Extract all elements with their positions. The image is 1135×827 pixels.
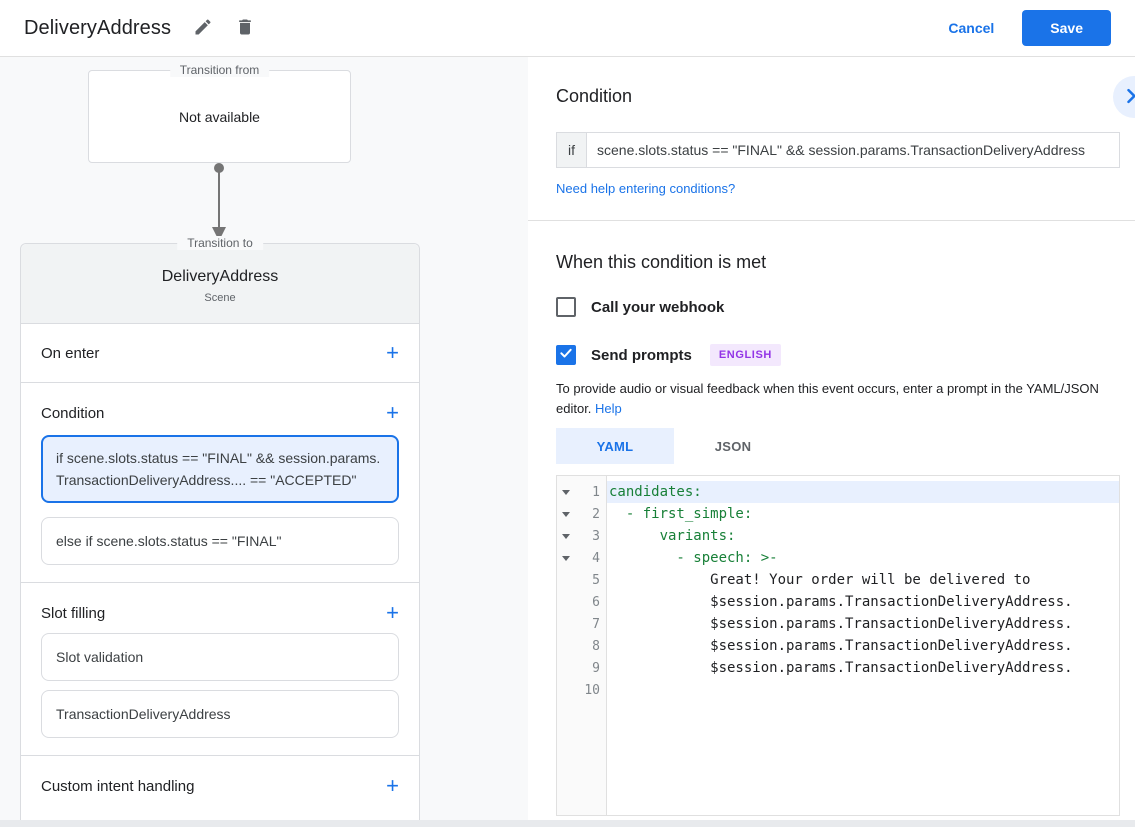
code-line[interactable]: 8 $session.params.TransactionDeliveryAdd…: [557, 635, 1119, 657]
custom-intent-label: Custom intent handling: [41, 777, 195, 795]
editor-tabs: YAML JSON: [556, 428, 1135, 464]
line-number: 4: [592, 550, 600, 566]
line-number: 2: [592, 506, 600, 522]
transition-to-label: Transition to: [177, 236, 263, 250]
condition-item-else[interactable]: else if scene.slots.status == "FINAL": [41, 517, 399, 565]
when-condition-title: When this condition is met: [556, 252, 767, 272]
add-on-enter-icon[interactable]: +: [386, 340, 399, 365]
send-prompts-label: Send prompts: [591, 346, 692, 364]
scene-card-header: Transition to DeliveryAddress Scene: [21, 236, 419, 324]
code-text: candidates:: [607, 481, 1119, 503]
pencil-icon: [193, 17, 213, 40]
condition-detail-panel: Condition if scene.slots.status == "FINA…: [528, 57, 1135, 820]
condition-expression-input[interactable]: scene.slots.status == "FINAL" && session…: [586, 132, 1120, 168]
yaml-code-editor[interactable]: 1 candidates: 2 - first_simple: 3 varian…: [556, 475, 1120, 816]
condition-item-selected[interactable]: if scene.slots.status == "FINAL" && sess…: [41, 435, 399, 503]
scene-name: DeliveryAddress: [161, 268, 279, 285]
code-line[interactable]: 9 $session.params.TransactionDeliveryAdd…: [557, 657, 1119, 679]
checkmark-icon: [559, 346, 573, 365]
on-enter-section: On enter +: [21, 324, 419, 383]
chevron-right-icon: [1113, 86, 1135, 109]
page-title: DeliveryAddress: [24, 16, 172, 39]
collapse-arrow-icon[interactable]: [562, 533, 570, 539]
send-prompts-row: Send prompts ENGLISH: [556, 344, 1135, 366]
webhook-checkbox[interactable]: [556, 297, 576, 317]
transition-from-label: Transition from: [169, 63, 270, 77]
code-text: $session.params.TransactionDeliveryAddre…: [609, 638, 1073, 654]
top-bar: DeliveryAddress Cancel Save: [0, 0, 1135, 57]
edit-title-button[interactable]: [189, 13, 217, 44]
code-text: Great! Your order will be delivered to: [609, 572, 1031, 588]
code-line[interactable]: 4 - speech: >-: [557, 547, 1119, 569]
transition-from-value: Not available: [179, 108, 260, 125]
tab-yaml[interactable]: YAML: [556, 428, 674, 464]
transition-from-box: Transition from Not available: [88, 63, 351, 163]
webhook-label: Call your webhook: [591, 298, 725, 316]
condition-panel-title: Condition: [556, 86, 633, 106]
collapse-panel-button[interactable]: [1113, 76, 1135, 118]
slot-filling-section: Slot filling + Slot validation Transacti…: [21, 583, 419, 756]
webhook-row: Call your webhook: [556, 297, 1135, 317]
divider: [528, 220, 1135, 221]
horizontal-scrollbar[interactable]: [0, 820, 1135, 827]
transition-arrow-icon: [212, 163, 226, 241]
slot-filling-label: Slot filling: [41, 604, 106, 622]
prompt-hint-body: To provide audio or visual feedback when…: [556, 381, 1099, 416]
slot-validation-item[interactable]: Slot validation: [41, 633, 399, 681]
scene-type: Scene: [204, 292, 236, 304]
line-number: 5: [592, 572, 600, 588]
save-button[interactable]: Save: [1022, 10, 1111, 46]
help-link[interactable]: Help: [595, 401, 622, 416]
add-condition-icon[interactable]: +: [386, 400, 399, 425]
line-number: 6: [592, 594, 600, 610]
tab-json[interactable]: JSON: [714, 438, 752, 454]
code-line[interactable]: 2 - first_simple:: [557, 503, 1119, 525]
code-line[interactable]: 5 Great! Your order will be delivered to: [557, 569, 1119, 591]
custom-intent-section: Custom intent handling +: [21, 756, 419, 820]
code-text: variants:: [609, 528, 736, 544]
scene-card: Transition to DeliveryAddress Scene On e…: [20, 236, 420, 820]
line-number: 7: [592, 616, 600, 632]
condition-section-label: Condition: [41, 404, 105, 422]
line-number: 9: [592, 660, 600, 676]
code-line[interactable]: 3 variants:: [557, 525, 1119, 547]
line-number: 10: [584, 682, 600, 698]
prompt-hint-text: To provide audio or visual feedback when…: [556, 379, 1120, 419]
editor-gutter: [557, 476, 607, 815]
code-text: - first_simple:: [609, 506, 753, 522]
code-text: - speech: >-: [609, 550, 778, 566]
delete-scene-button[interactable]: [231, 13, 259, 44]
code-line[interactable]: 1 candidates:: [557, 481, 1119, 503]
code-line[interactable]: 10: [557, 679, 1119, 701]
collapse-arrow-icon[interactable]: [562, 489, 570, 495]
code-line[interactable]: 7 $session.params.TransactionDeliveryAdd…: [557, 613, 1119, 635]
trash-icon: [235, 17, 255, 40]
add-slot-icon[interactable]: +: [386, 600, 399, 625]
language-badge: ENGLISH: [709, 344, 781, 366]
code-text: $session.params.TransactionDeliveryAddre…: [609, 660, 1073, 676]
condition-section: Condition + if scene.slots.status == "FI…: [21, 383, 419, 583]
condition-expression-row: if scene.slots.status == "FINAL" && sess…: [556, 132, 1120, 168]
code-text: [607, 679, 1119, 701]
collapse-arrow-icon[interactable]: [562, 555, 570, 561]
line-number: 8: [592, 638, 600, 654]
collapse-arrow-icon[interactable]: [562, 511, 570, 517]
add-custom-intent-icon[interactable]: +: [386, 773, 399, 798]
line-number: 1: [592, 484, 600, 500]
line-number: 3: [592, 528, 600, 544]
scene-graph-panel: Transition from Not available Transition…: [0, 57, 528, 820]
send-prompts-checkbox[interactable]: [556, 345, 576, 365]
code-text: $session.params.TransactionDeliveryAddre…: [609, 594, 1073, 610]
conditions-help-link[interactable]: Need help entering conditions?: [556, 181, 736, 196]
cancel-button[interactable]: Cancel: [948, 20, 995, 36]
slot-item[interactable]: TransactionDeliveryAddress: [41, 690, 399, 738]
if-prefix-label: if: [556, 132, 586, 168]
on-enter-label: On enter: [41, 344, 100, 362]
code-line[interactable]: 6 $session.params.TransactionDeliveryAdd…: [557, 591, 1119, 613]
code-text: $session.params.TransactionDeliveryAddre…: [609, 616, 1073, 632]
